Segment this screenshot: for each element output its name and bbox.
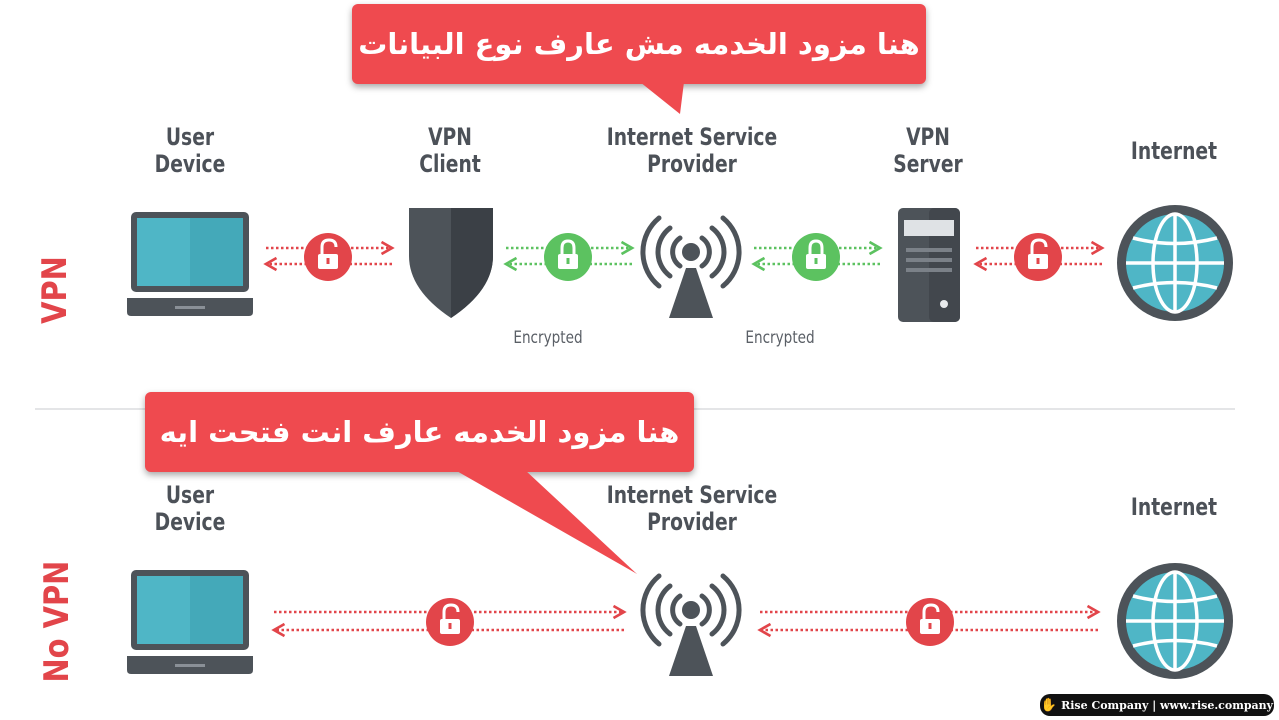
connector-vpnclient-isp xyxy=(503,231,635,283)
antenna-tower-icon xyxy=(646,564,738,678)
connector-laptop-isp xyxy=(271,596,627,648)
isp-callout-bottom-text: هنا مزود الخدمه عارف انت فتحت ايه xyxy=(159,415,680,449)
isp-callout-bottom: هنا مزود الخدمه عارف انت فتحت ايه xyxy=(145,392,694,472)
internet-label-top: Internet xyxy=(1130,137,1218,165)
connector-laptop-vpnclient xyxy=(263,231,395,283)
user-device-label-top: User Device xyxy=(154,123,226,178)
unlocked-padlock-icon xyxy=(904,596,956,648)
vpn-server-label: VPN Server xyxy=(893,123,963,178)
watermark: ✋ Rise Company | www.rise.company xyxy=(1040,694,1274,716)
no-vpn-row-label: No VPN xyxy=(37,560,77,683)
isp-callout-top: هنا مزود الخدمه مش عارف نوع البيانات xyxy=(352,4,926,84)
laptop-icon xyxy=(127,212,253,316)
encrypted-label-1: Encrypted xyxy=(513,328,583,348)
hand-icon: ✋ xyxy=(1040,697,1058,713)
connector-vpnserver-internet xyxy=(973,231,1105,283)
locked-padlock-icon xyxy=(790,231,842,283)
vpn-row-label: VPN xyxy=(35,256,75,324)
internet-label-bottom: Internet xyxy=(1130,493,1218,521)
isp-callout-top-text: هنا مزود الخدمه مش عارف نوع البيانات xyxy=(358,27,920,61)
connector-isp-vpnserver xyxy=(751,231,883,283)
antenna-tower-icon xyxy=(646,206,738,320)
globe-icon xyxy=(1115,203,1235,323)
encrypted-label-2: Encrypted xyxy=(745,328,815,348)
globe-icon xyxy=(1115,561,1235,681)
shield-icon xyxy=(409,208,493,318)
server-icon xyxy=(898,208,960,322)
unlocked-padlock-icon xyxy=(302,231,354,283)
laptop-icon xyxy=(127,570,253,674)
callout-pointer-bottom xyxy=(455,470,637,574)
user-device-label-bottom: User Device xyxy=(154,481,226,536)
unlocked-padlock-icon xyxy=(424,596,476,648)
vpn-client-label: VPN Client xyxy=(419,123,481,178)
callout-pointer-top xyxy=(640,82,684,114)
connector-isp-internet xyxy=(757,596,1101,648)
locked-padlock-icon xyxy=(542,231,594,283)
unlocked-padlock-icon xyxy=(1012,231,1064,283)
watermark-text: Rise Company | www.rise.company xyxy=(1061,698,1274,712)
isp-label-bottom: Internet Service Provider xyxy=(606,481,778,536)
isp-label-top: Internet Service Provider xyxy=(606,123,778,178)
